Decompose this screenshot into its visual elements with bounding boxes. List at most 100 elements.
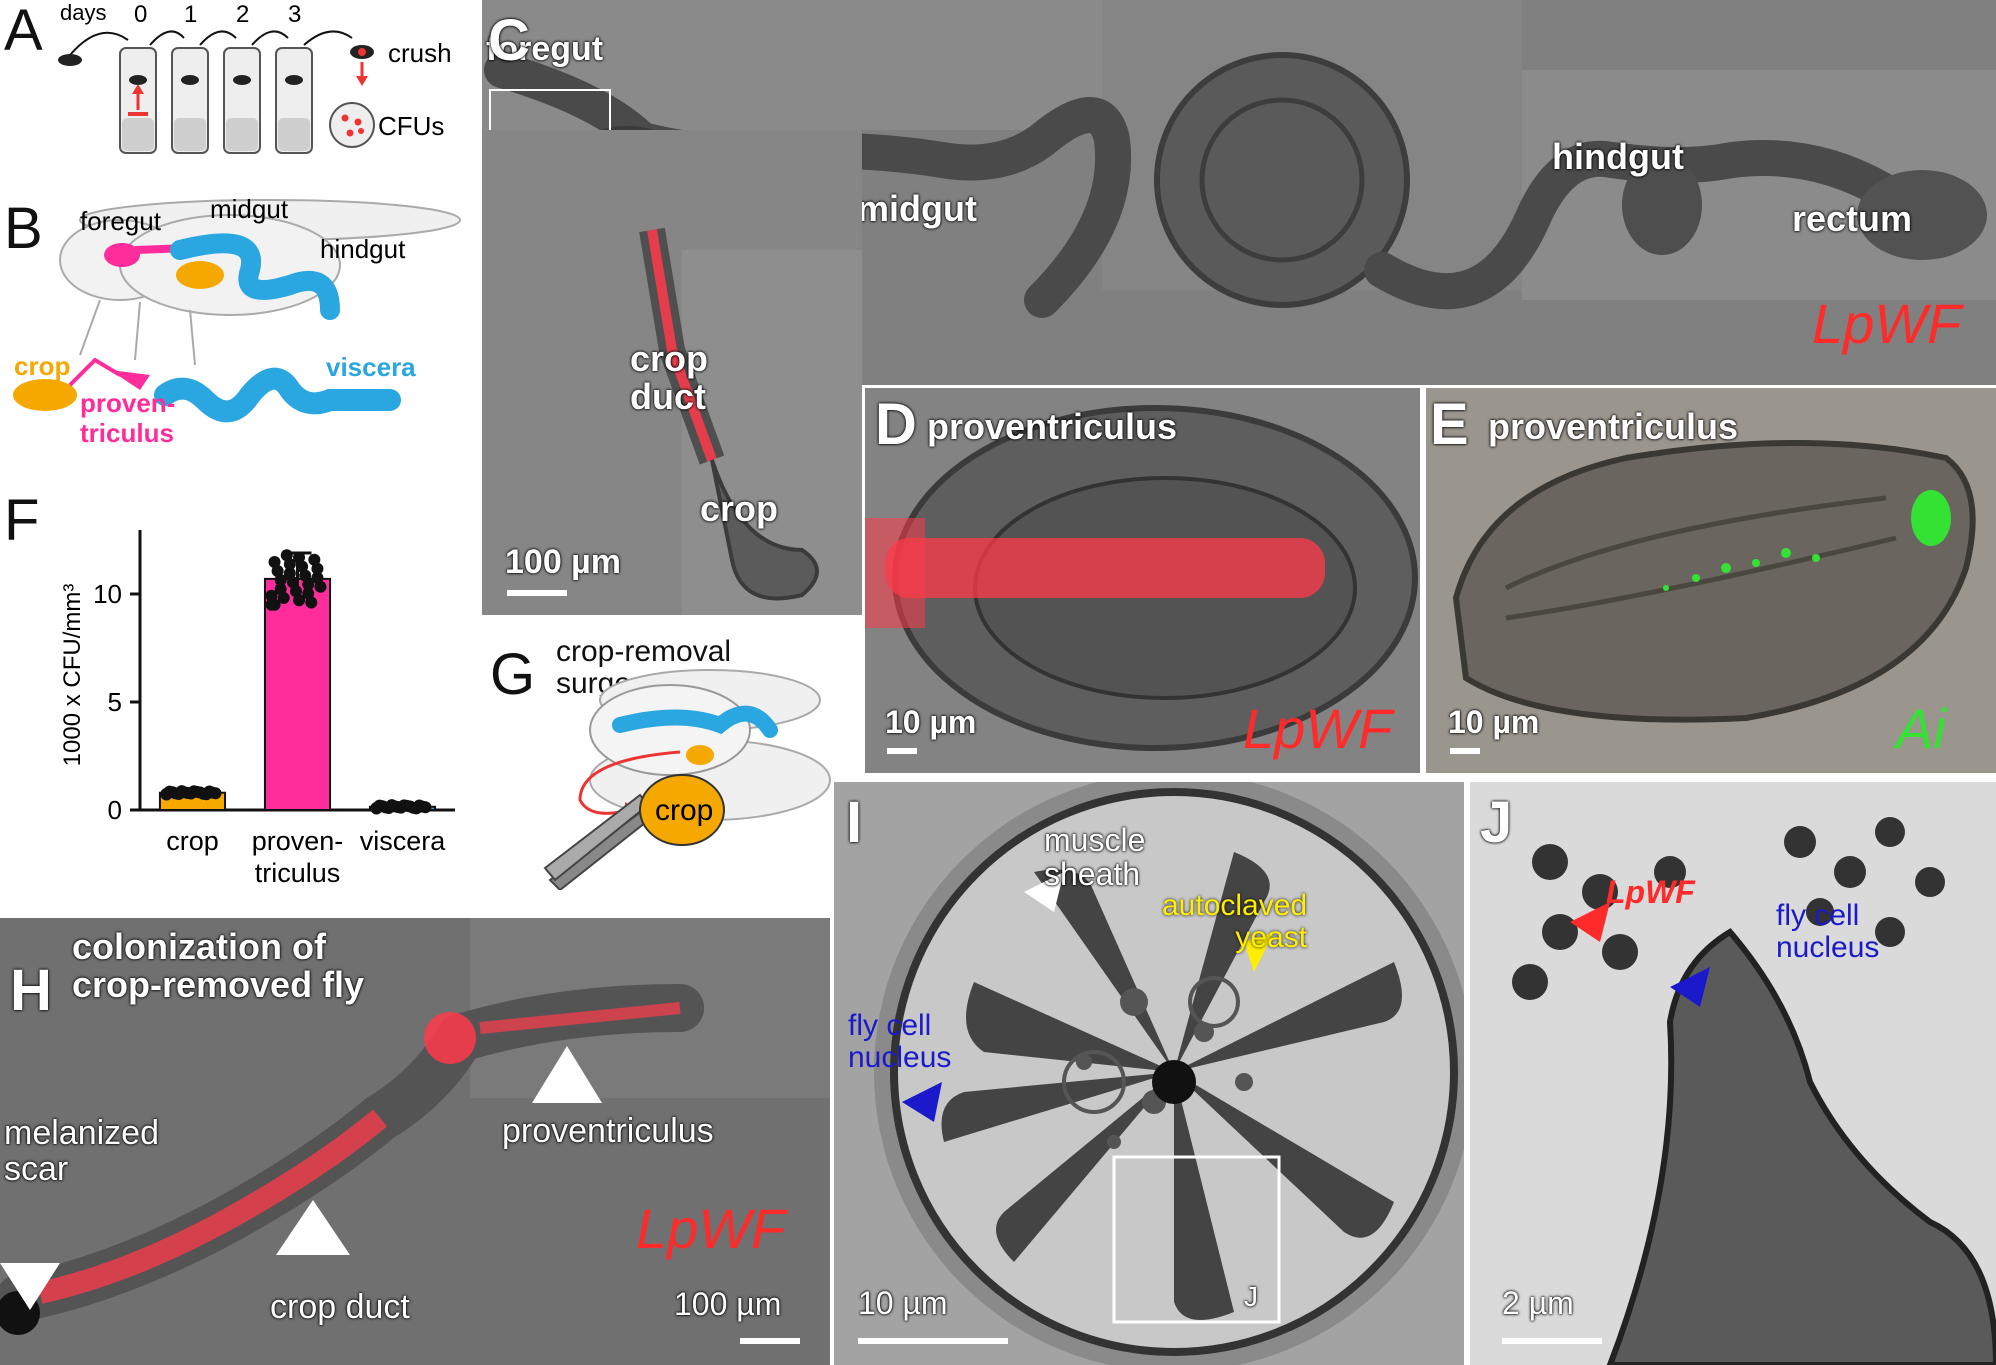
data-point [268, 598, 281, 611]
data-point [283, 567, 296, 580]
data-point [413, 799, 426, 812]
day-0-label: 0 [134, 1, 147, 28]
d-scale-label: 10 µm [885, 704, 977, 740]
data-point [184, 787, 197, 800]
e-scale-label: 10 µm [1448, 704, 1540, 740]
e-strain-label: Ai [1896, 697, 1946, 760]
g-title-line-1: crop-removal [556, 635, 732, 668]
c-scale-label: 100 µm [505, 543, 621, 581]
data-point [311, 571, 324, 584]
h-proventriculus-label: proventriculus [502, 1112, 714, 1150]
h-crop-duct-label: crop duct [270, 1288, 410, 1326]
y-tick-label: 0 [108, 795, 122, 825]
panel-d-proventriculus-micrograph: D proventriculus 10 µm LpWF [865, 388, 1420, 773]
b-proventriculus-label: proven- triculus [80, 388, 183, 448]
c-strain-label: LpWF [1812, 292, 1962, 355]
c-midgut-label: midgut [857, 188, 977, 229]
data-point [286, 576, 299, 589]
x-tick-label: viscera [360, 826, 447, 856]
j-fly-cell-nucleus-line-2: nucleus [1776, 930, 1880, 964]
panel-letter-f: F [4, 488, 40, 553]
data-point [194, 786, 207, 799]
day-2-label: 2 [236, 1, 249, 28]
b-midgut-label: midgut [210, 194, 289, 224]
c-foregut-label: foregut [486, 30, 604, 68]
i-scale-label: 10 µm [858, 1285, 948, 1321]
b-hindgut-label: hindgut [320, 234, 406, 264]
b-crop-label: crop [14, 351, 70, 381]
data-point [370, 801, 383, 814]
data-point [203, 785, 216, 798]
h-melanized-scar-line-2: scar [4, 1149, 69, 1188]
x-tick-label-line: crop [166, 826, 219, 856]
data-point [299, 569, 312, 582]
data-point [302, 587, 315, 600]
crop-shape [13, 379, 77, 411]
petri-dish-icon [329, 102, 375, 148]
h-title-line-2: crop-removed fly [72, 963, 365, 1005]
e-scale-bar [1450, 748, 1480, 754]
i-autoclaved-yeast-line-1: autoclaved [1162, 889, 1308, 922]
j-strain-label: LpWF [1606, 874, 1695, 910]
c-crop-label: crop [700, 488, 779, 529]
h-title-line-1: colonization of [72, 926, 326, 967]
j-scale-bar [1502, 1338, 1602, 1344]
x-tick-label-line: triculus [255, 858, 341, 888]
j-scale-label: 2 µm [1502, 1285, 1574, 1321]
i-autoclaved-yeast-line-2: yeast [1235, 920, 1308, 954]
i-fly-cell-nucleus-line-1: fly cell [848, 1009, 932, 1042]
h-strain-label: LpWF [636, 1197, 786, 1260]
panel-letter-b: B [4, 196, 43, 261]
panel-a-schematic: days 0 1 2 3 crush CFUs [58, 0, 452, 154]
c-rectum-label: rectum [1792, 198, 1913, 239]
g-crop-label: crop [655, 794, 713, 827]
panel-letter-i: I [846, 790, 863, 855]
days-label: days [60, 0, 106, 25]
c-scale-bar [507, 590, 567, 596]
h-scale-bar [740, 1338, 800, 1344]
panel-g-surgery-diagram: crop [543, 669, 831, 890]
x-tick-label: crop [166, 826, 219, 856]
y-tick-label: 5 [108, 687, 122, 717]
panel-letter-g: G [490, 642, 536, 707]
b-foregut-label: foregut [80, 206, 162, 236]
data-point [265, 589, 278, 602]
data-point [283, 558, 296, 571]
data-point [404, 800, 417, 813]
data-point [274, 574, 287, 587]
x-tick-label-line: proven- [252, 826, 344, 856]
data-point [268, 555, 281, 568]
panel-e-proventriculus-micrograph: E proventriculus 10 µm Ai [1426, 388, 1996, 773]
i-inset-label: J [1244, 1281, 1258, 1312]
data-point [394, 801, 407, 814]
data-point [305, 596, 318, 609]
d-title-label: proventriculus [927, 406, 1178, 447]
x-tick-label: proven-triculus [252, 826, 344, 888]
data-point [296, 560, 309, 573]
cfus-label: CFUs [378, 111, 444, 141]
c-hindgut-label: hindgut [1552, 136, 1684, 177]
e-title-label: proventriculus [1488, 406, 1739, 447]
data-point [311, 562, 324, 575]
i-scale-bar [858, 1338, 1008, 1344]
panel-letter-c: C [488, 8, 530, 73]
d-scale-bar [887, 748, 917, 754]
x-tick-label-line: viscera [360, 826, 447, 856]
panel-c-gut-micrograph: foregut midgut hindgut rectum LpWF [482, 0, 1996, 385]
panel-letter-d: D [875, 392, 917, 457]
panel-letter-j: J [1480, 790, 1513, 855]
data-point [277, 592, 290, 605]
panel-c-crop-micrograph [482, 130, 862, 615]
y-axis-label: 1000 x CFU/mm³ [59, 584, 86, 767]
fly-icon [58, 54, 82, 66]
bar-1 [263, 577, 332, 811]
